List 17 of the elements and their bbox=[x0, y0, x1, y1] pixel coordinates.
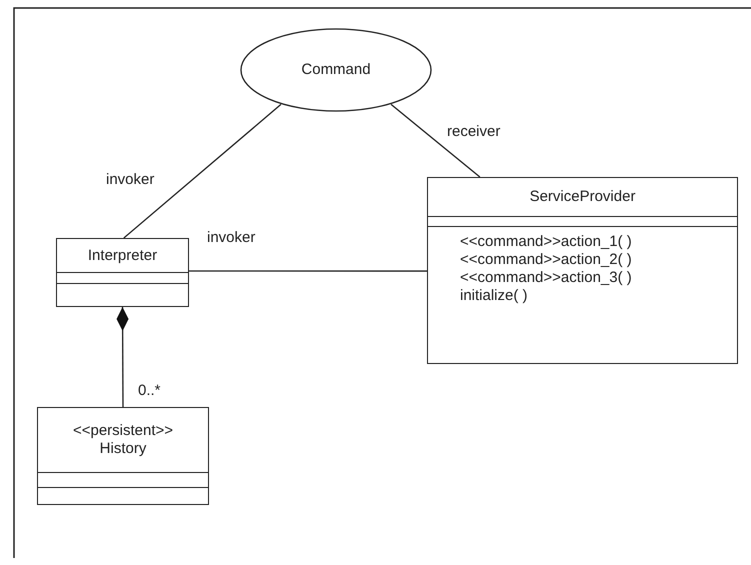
association-line bbox=[390, 104, 480, 178]
association-line bbox=[123, 104, 282, 238]
class-name: Interpreter bbox=[88, 246, 158, 264]
composition-line bbox=[116, 307, 129, 407]
class-name: ServiceProvider bbox=[530, 188, 636, 206]
operation-text: <<command>>action_1( ) bbox=[460, 233, 633, 251]
stereotype-label: <<persistent>> bbox=[72, 422, 174, 440]
class-box bbox=[427, 177, 738, 364]
operation-text: <<command>>action_3( ) bbox=[460, 269, 633, 287]
operation-text: <<command>>action_2( ) bbox=[460, 251, 633, 269]
class-name: History bbox=[100, 440, 146, 458]
class-box bbox=[37, 407, 209, 505]
operation-text: initialize( ) bbox=[460, 287, 529, 305]
use-case-name: Command bbox=[301, 61, 371, 79]
use-case-ellipse bbox=[240, 28, 432, 112]
class-box bbox=[56, 238, 189, 307]
association-line bbox=[189, 270, 427, 272]
